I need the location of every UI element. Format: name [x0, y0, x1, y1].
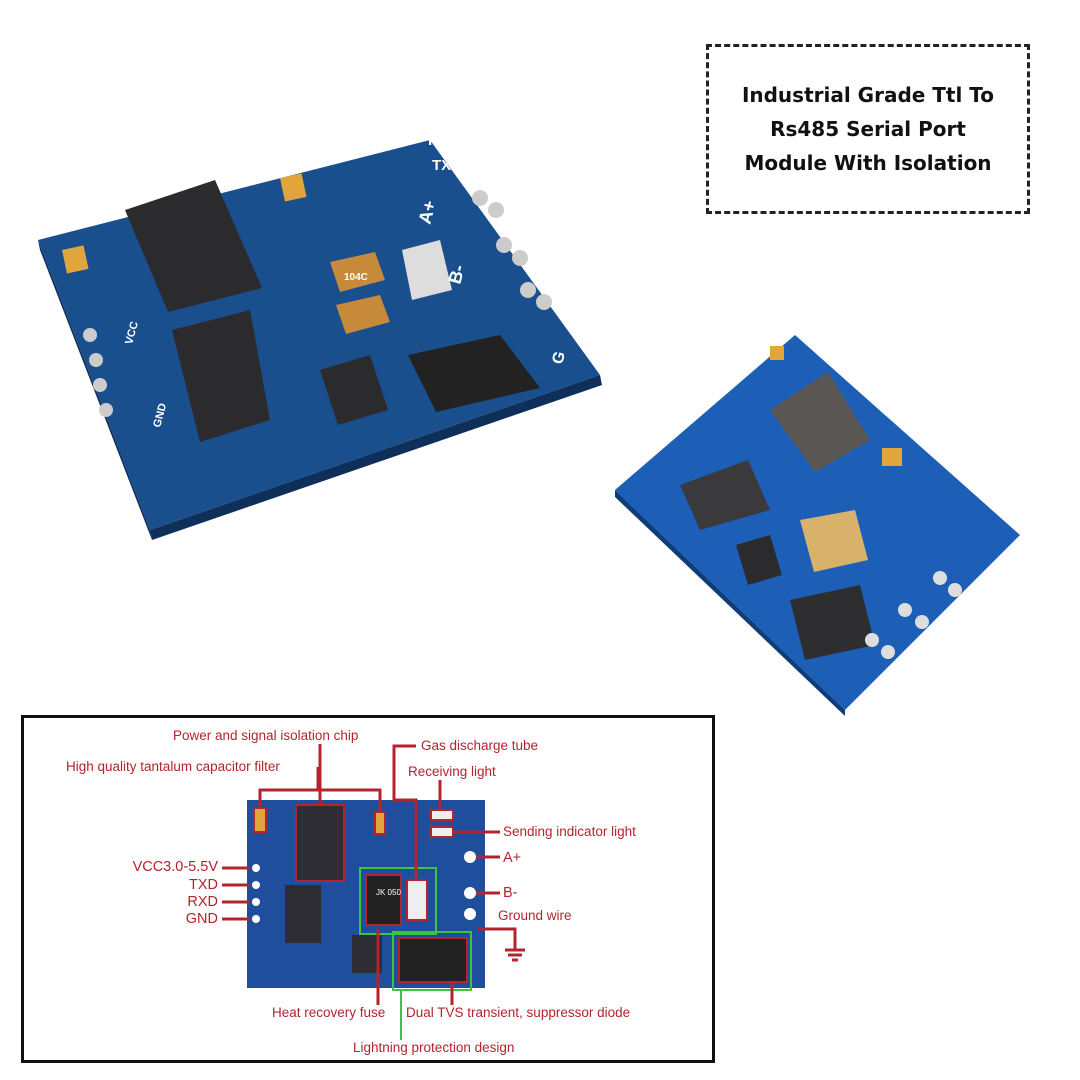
product-title-box: Industrial Grade Ttl To Rs485 Serial Por… [706, 44, 1030, 214]
product-title: Industrial Grade Ttl To Rs485 Serial Por… [741, 83, 995, 175]
callout-gas-tube: Gas discharge tube [421, 738, 539, 753]
pin-label-gnd: GND [185, 911, 218, 927]
callout-isolation-chip: Power and signal isolation chip [173, 728, 359, 743]
isolation-chip [125, 180, 262, 312]
callout-ground-wire: Ground wire [498, 908, 572, 923]
callout-tantalum: High quality tantalum capacitor filter [66, 759, 280, 774]
silk-g: G [549, 350, 569, 366]
transceiver-chip [172, 310, 270, 442]
product-photos: 104C RXD TXD A+ B- G VCC GND [38, 132, 1020, 716]
callout-a-plus: A+ [503, 850, 522, 866]
pin-label-rxd: RXD [187, 894, 218, 910]
silk-b-minus: B- [445, 263, 469, 287]
callout-lightning-protection: Lightning protection design [353, 1040, 515, 1055]
pcb-photo-large: 104C RXD TXD A+ B- G VCC GND [38, 132, 602, 540]
silk-vcc: VCC [123, 320, 141, 346]
callout-sending-light: Sending indicator light [503, 824, 636, 839]
pin-label-vcc: VCC3.0-5.5V [132, 859, 218, 875]
chip-marking: 104C [344, 272, 368, 283]
callout-receiving-light: Receiving light [408, 764, 496, 779]
annotated-diagram-frame [21, 715, 715, 1063]
silk-txd: TXD [432, 157, 462, 174]
callout-heat-fuse: Heat recovery fuse [272, 1005, 386, 1020]
callout-b-minus: B- [503, 885, 518, 901]
pin-label-txd: TXD [189, 877, 218, 893]
callout-tvs-diode: Dual TVS transient, suppressor diode [406, 1005, 631, 1020]
pcb-photo-small [615, 335, 1020, 716]
silk-rxd: RXD [428, 132, 460, 149]
